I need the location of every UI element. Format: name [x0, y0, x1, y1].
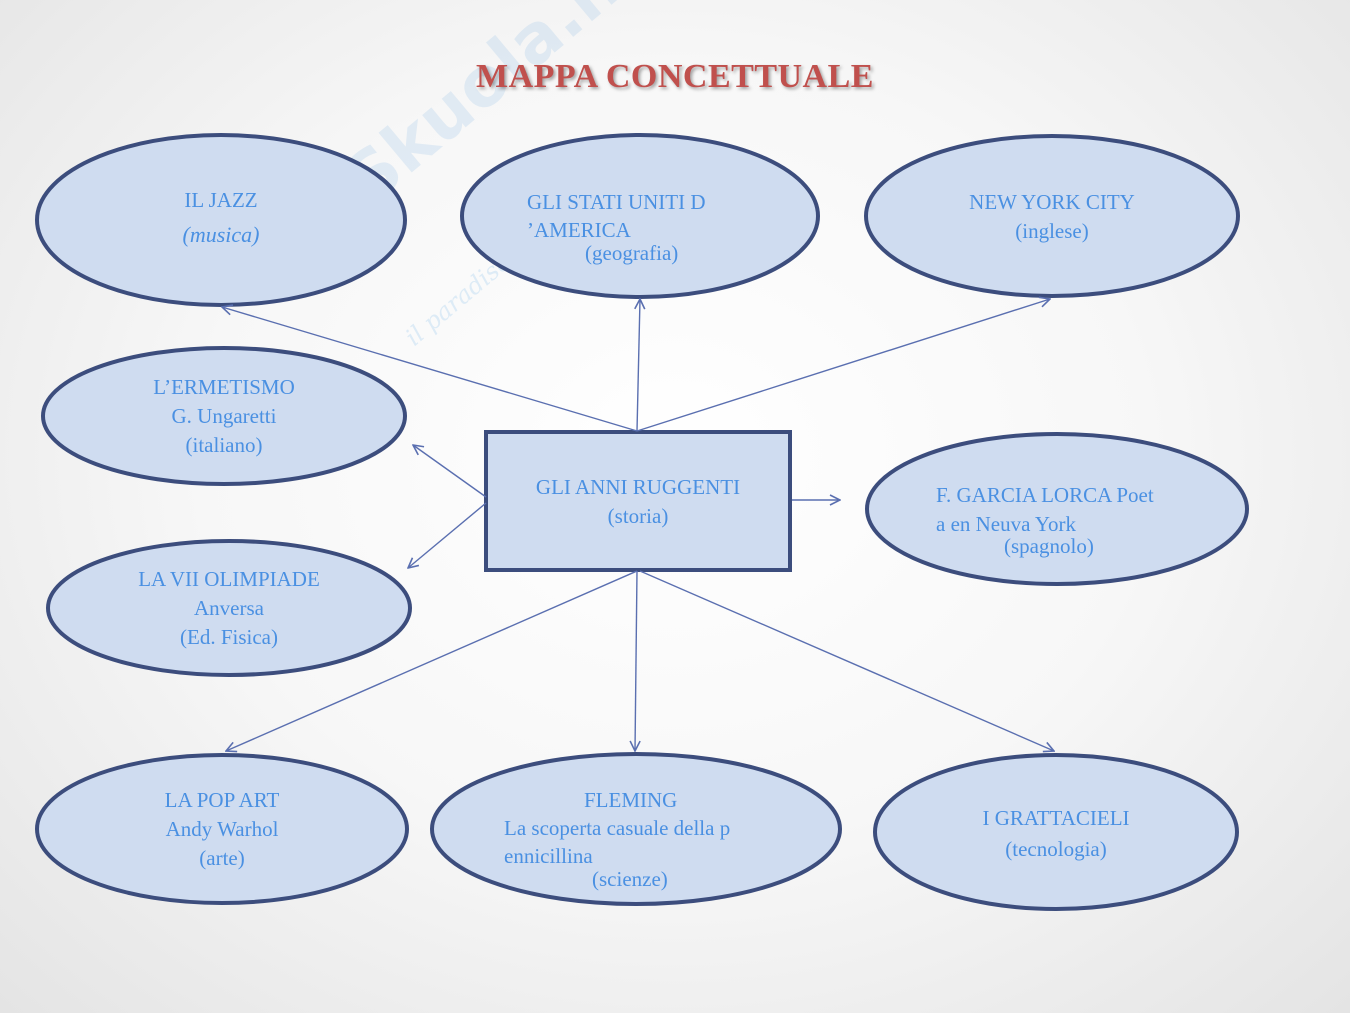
node-title: IL JAZZ	[184, 188, 258, 212]
node-title: GLI STATI UNITI D	[527, 190, 706, 214]
node-subject: (spagnolo)	[1004, 534, 1094, 558]
label-popart: LA POP ART Andy Warhol (arte)	[102, 786, 342, 873]
label-nyc: NEW YORK CITY (inglese)	[900, 188, 1204, 246]
node-center	[484, 430, 792, 572]
node-fleming	[430, 752, 842, 906]
node-title: L’ERMETISMO	[153, 375, 295, 399]
node-subject: (musica)	[182, 222, 260, 247]
connector-nyc	[636, 299, 1050, 432]
node-title: I GRATTACIELI	[982, 806, 1130, 830]
node-popart	[35, 753, 409, 905]
label-grattacieli: I GRATTACIELI (tecnologia)	[936, 804, 1176, 864]
node-place: Anversa	[194, 596, 264, 620]
node-description: La scoperta casuale della p	[504, 816, 731, 840]
label-center: GLI ANNI RUGGENTI (storia)	[486, 473, 790, 531]
node-olimpiade	[46, 539, 412, 677]
label-ermetismo: L’ERMETISMO G. Ungaretti (italiano)	[104, 373, 344, 460]
page-title: MAPPA CONCETTUALE	[476, 58, 874, 95]
node-author: G. Ungaretti	[171, 404, 277, 428]
node-title: LA POP ART	[164, 788, 280, 812]
node-nyc	[864, 134, 1240, 298]
node-subject: (scienze)	[592, 867, 668, 891]
node-subject: (Ed. Fisica)	[180, 625, 278, 649]
node-title: NEW YORK CITY	[969, 190, 1135, 214]
node-title: LA VII OLIMPIADE	[138, 567, 320, 591]
label-olimpiade: LA VII OLIMPIADE Anversa (Ed. Fisica)	[109, 565, 349, 652]
node-ermetismo	[41, 346, 407, 486]
connector-ermetismo	[413, 445, 487, 498]
node-subject: (inglese)	[1015, 219, 1089, 243]
center-title: GLI ANNI RUGGENTI	[535, 475, 741, 499]
node-description-cont: ennicillina	[504, 844, 593, 868]
node-lorca	[865, 432, 1249, 586]
connector-grattacieli	[639, 570, 1054, 751]
node-usa	[460, 133, 820, 299]
node-subject: (tecnologia)	[1005, 837, 1107, 861]
label-lorca: F. GARCIA LORCA Poet a en Neuva York (sp…	[936, 481, 1206, 561]
label-fleming: FLEMING La scoperta casuale della p enni…	[504, 786, 804, 893]
connector-popart	[226, 570, 638, 751]
node-title: F. GARCIA LORCA Poet	[936, 483, 1154, 507]
center-subject: (storia)	[607, 504, 669, 528]
label-usa: GLI STATI UNITI D ’AMERICA (geografia)	[527, 188, 787, 267]
node-title-cont: ’AMERICA	[527, 218, 631, 242]
node-grattacieli	[873, 753, 1239, 911]
node-subject: (arte)	[199, 846, 245, 870]
connector-usa	[637, 299, 640, 432]
connector-olimpiade	[408, 502, 487, 568]
connector-jazz	[222, 307, 638, 432]
label-jazz: IL JAZZ (musica)	[100, 186, 342, 249]
node-title-cont: a en Neuva York	[936, 512, 1076, 536]
node-author: Andy Warhol	[165, 817, 279, 841]
node-subject: (italiano)	[185, 433, 263, 457]
connector-fleming	[635, 570, 637, 751]
node-title: FLEMING	[584, 788, 678, 812]
node-subject: (geografia)	[585, 241, 679, 265]
